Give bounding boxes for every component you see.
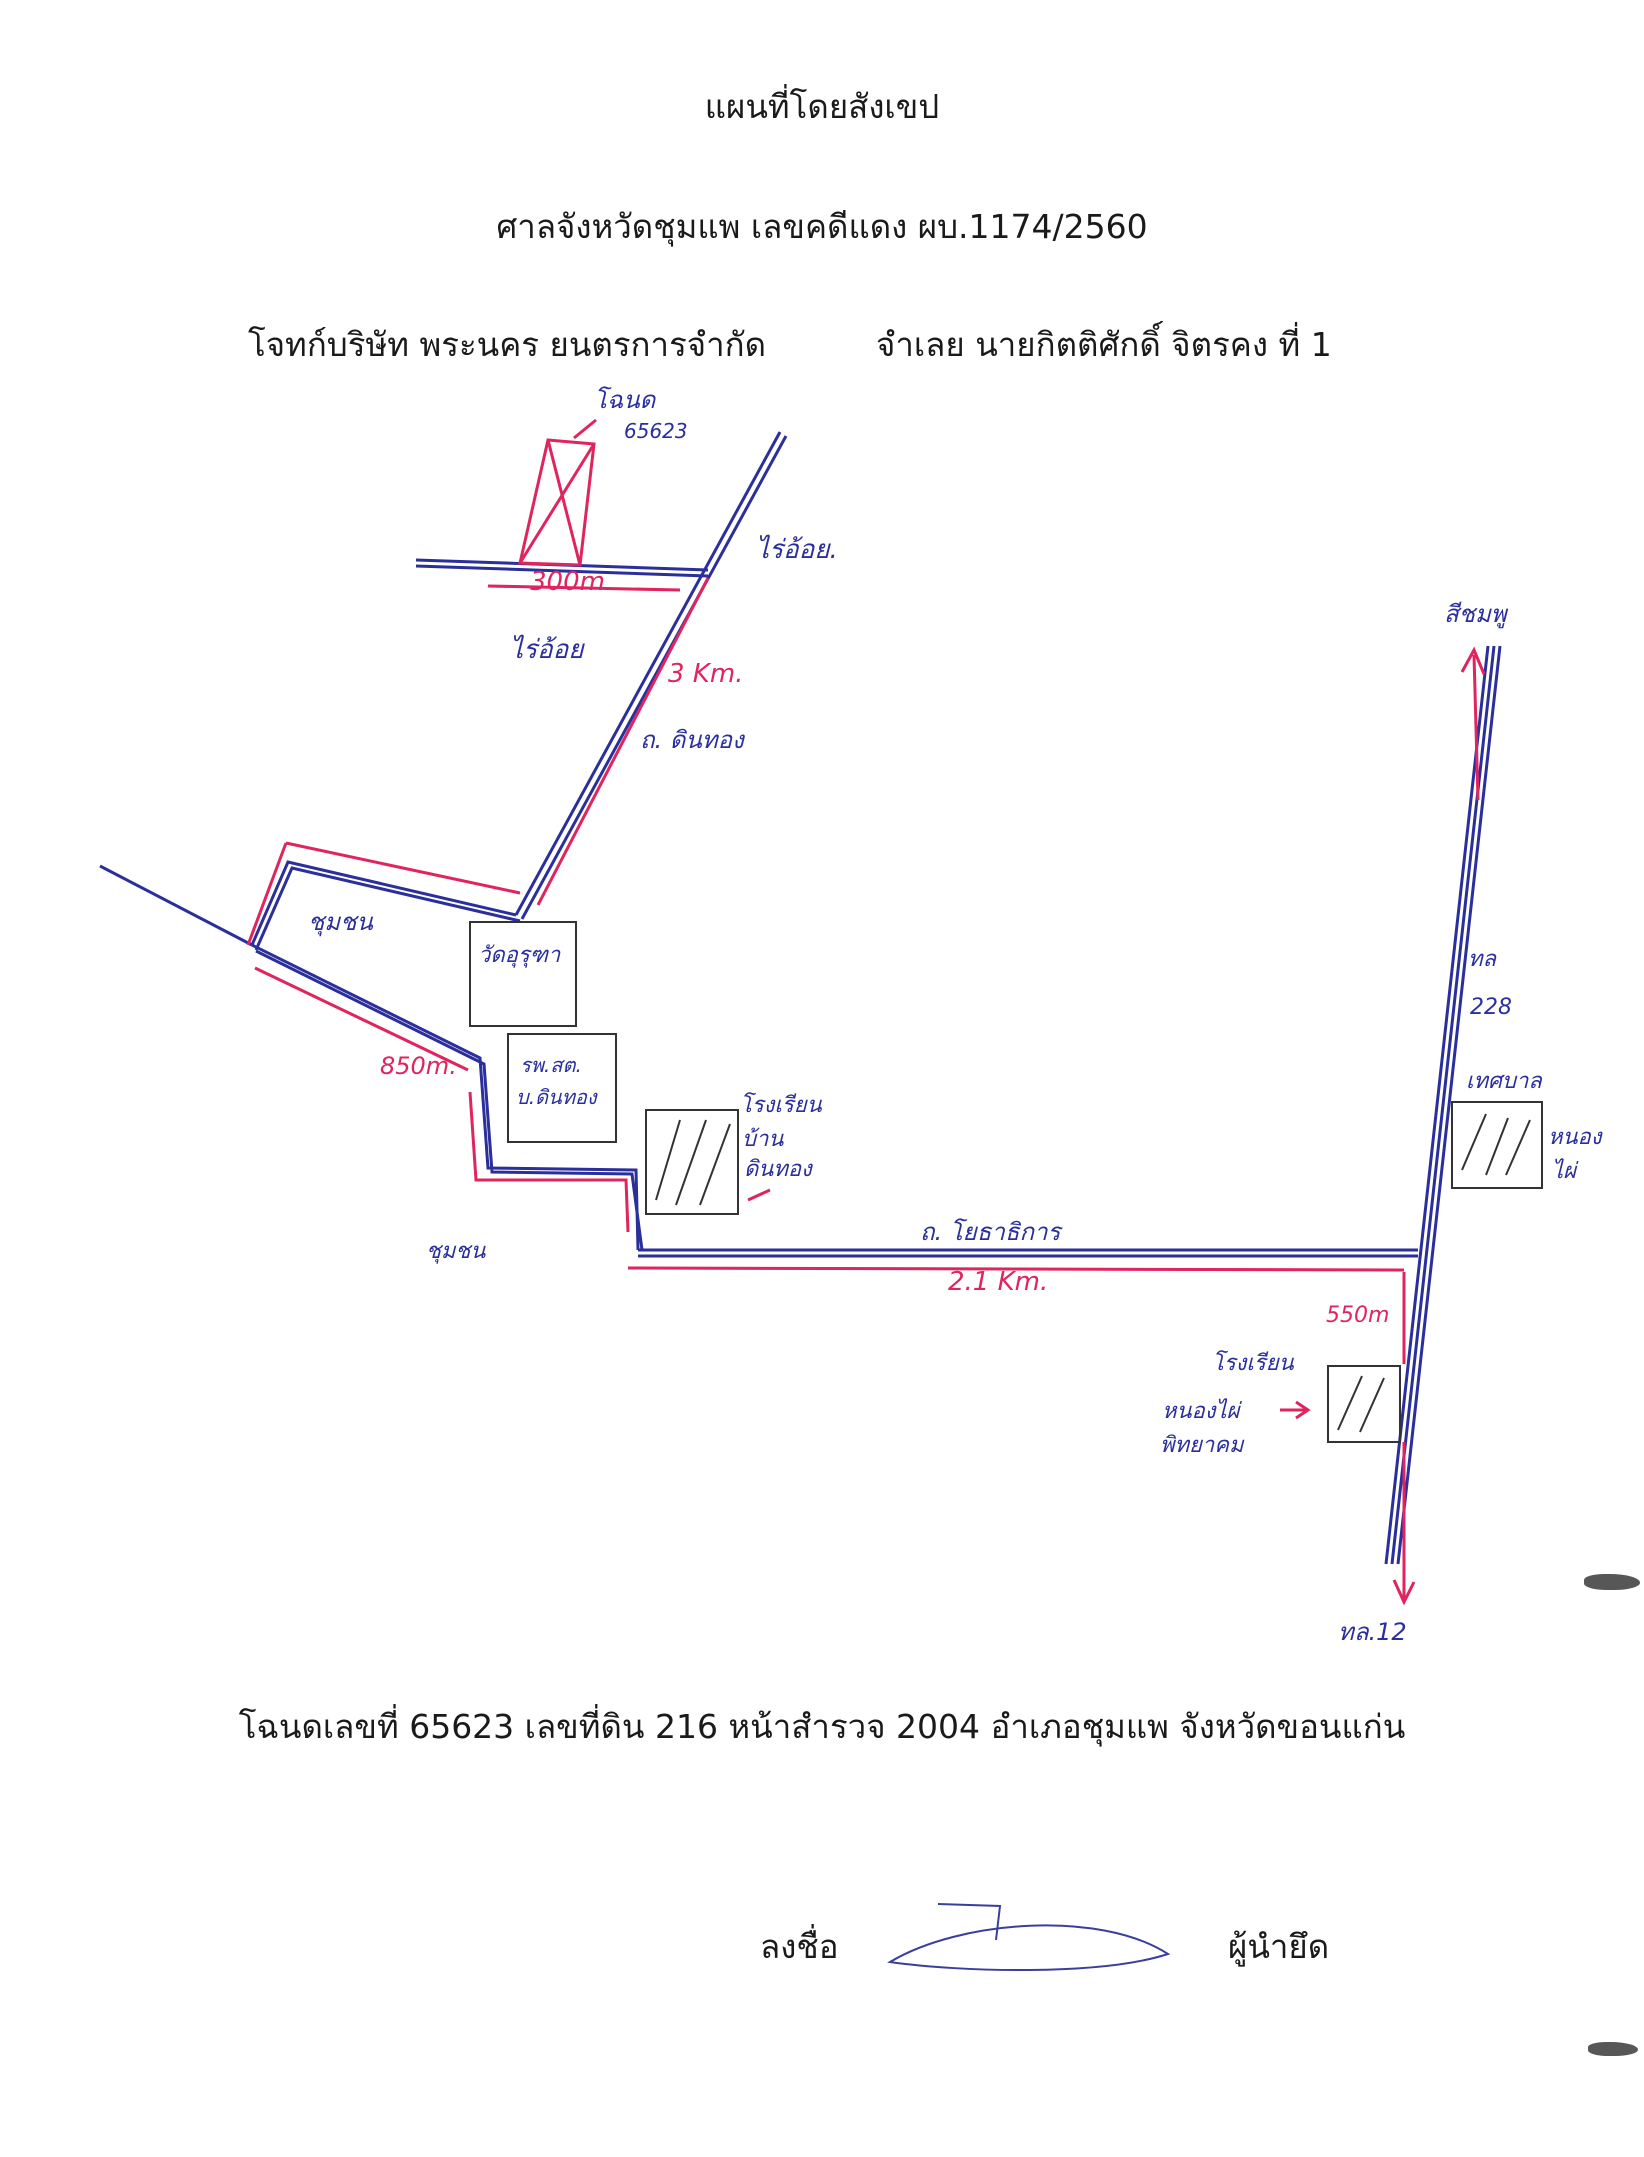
dist-850-line: [254, 966, 469, 1072]
label-temple: วัดอุรุฑา: [478, 943, 561, 968]
label-field-top: ไร่อ้อย.: [756, 534, 838, 565]
label-dist-850: 850m.: [380, 1052, 457, 1080]
label-deed: โฉนด: [594, 386, 657, 414]
defendant-line: จำเลย นายกิตติศักดิ์ จิตรคง ที่ 1: [876, 325, 1332, 364]
court-case-line: ศาลจังหวัดชุมแพ เลขคดีแดง ผบ.1174/2560: [496, 207, 1148, 246]
north-arrow-line: [1460, 646, 1486, 801]
label-road-a: ถ. ดินทอง: [640, 726, 746, 754]
signer-role: ผู้นำยึด: [1228, 1927, 1330, 1966]
label-hospital-2: บ.ดินทอง: [516, 1085, 598, 1109]
measure-lines: [246, 418, 1486, 1606]
label-pond-2: ไผ่: [1552, 1158, 1579, 1184]
handwritten-labels: โฉนด 65623 300m ไร่อ้อย. ไร่อ้อย 3 Km. ถ…: [308, 386, 1604, 1646]
label-dir-south: ทล.12: [1338, 1618, 1407, 1646]
municipality-hatch: [1461, 1113, 1531, 1176]
school-red-path: [468, 1091, 630, 1233]
municipality-box: [1451, 1101, 1543, 1189]
label-dist-550: 550m: [1326, 1303, 1389, 1328]
label-school1-3: ดินทอง: [744, 1157, 814, 1182]
label-highway: ทล: [1468, 947, 1498, 972]
label-field-left: ไร่อ้อย: [510, 634, 585, 665]
deed-pointer: [573, 418, 597, 440]
south-arrow-line: [1392, 1442, 1416, 1606]
dist-300-line: [487, 584, 681, 592]
dist-21km-line: [627, 1266, 1405, 1272]
signature: [887, 1903, 1171, 1972]
label-hospital-1: รพ.สต.: [520, 1053, 582, 1077]
road-southwest: [251, 943, 644, 1251]
community-red-outline: [246, 841, 521, 946]
road-community-loop: [250, 860, 521, 951]
label-dist-300: 300m: [530, 567, 605, 597]
dist-3km-line: [536, 577, 710, 906]
label-school2: โรงเรียน: [1212, 1350, 1295, 1376]
highway-228: [1384, 645, 1502, 1565]
label-municipality: เทศบาล: [1466, 1069, 1543, 1094]
road-yotha: [638, 1248, 1418, 1258]
school1-pointer: [747, 1188, 771, 1202]
hospital-box: [507, 1033, 617, 1143]
school2-pointer: [1280, 1400, 1311, 1420]
temple-box: [469, 921, 577, 1027]
sign-label: ลงชื่อ: [760, 1927, 839, 1966]
road-diagonal-northeast: [514, 431, 788, 920]
scan-smudge-bottom: [1588, 2042, 1638, 2056]
buildings: [469, 921, 1543, 1443]
label-dist-3km: 3 Km.: [668, 659, 743, 689]
scan-smudge-top: [1584, 1574, 1640, 1590]
school2-hatch: [1337, 1375, 1385, 1433]
roads: [99, 431, 1502, 1565]
label-highway-no: 228: [1470, 995, 1512, 1020]
label-community-top: ชุมชน: [308, 908, 373, 937]
label-deed-no: 65623: [624, 419, 688, 443]
school2-box: [1327, 1365, 1401, 1443]
label-community-bottom: ชุมชน: [426, 1239, 486, 1264]
label-pond-1: หนอง: [1548, 1125, 1604, 1150]
label-road-b: ถ. โยธาธิการ: [920, 1218, 1064, 1246]
school1-box: [645, 1109, 739, 1215]
document-title: แผนที่โดยสังเขป: [704, 87, 940, 126]
deed-info-line: โฉนดเลขที่ 65623 เลขที่ดิน 216 หน้าสำรวจ…: [238, 1707, 1406, 1746]
label-school2-name-1: หนองไผ่: [1162, 1398, 1242, 1424]
label-school2-name-2: พิทยาคม: [1160, 1433, 1245, 1458]
label-school1-2: บ้าน: [742, 1127, 784, 1152]
deed-plot-hatch: [518, 439, 596, 566]
school1-hatch: [655, 1119, 731, 1206]
label-dist-21km: 2.1 Km.: [948, 1267, 1048, 1297]
label-school1-1: โรงเรียน: [740, 1092, 823, 1118]
plaintiff-line: โจทก์บริษัท พระนคร ยนตรการจำกัด: [248, 325, 767, 364]
label-dir-north: สีชมพู: [1444, 600, 1509, 629]
road-west: [99, 864, 253, 947]
